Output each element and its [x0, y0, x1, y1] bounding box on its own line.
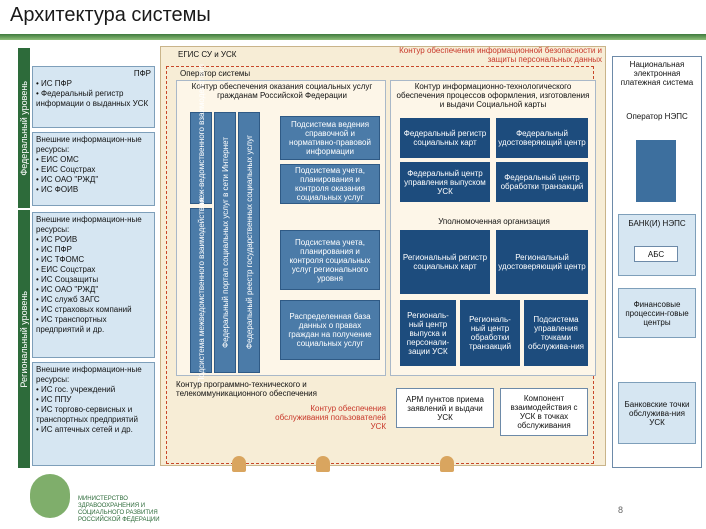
list-item: ИС торгово-сервисных и транспортных пред… — [36, 405, 151, 425]
reference-subsystem: Подсистема ведения справочной и норматив… — [280, 116, 380, 160]
list-item: ИС ОАО "РЖД" — [36, 175, 151, 185]
federal-registry: Федеральный реестр государственных социа… — [238, 112, 260, 373]
operator-label: Оператор системы — [180, 69, 251, 78]
interagency-subsystem-reg: Подсистема межведомственного взаимодейст… — [190, 198, 212, 383]
page-title: Архитектура системы — [10, 4, 211, 26]
bank-box: БАНК(И) НЭПС — [618, 214, 696, 276]
user-icon — [316, 456, 330, 472]
authorized-org-label: Уполномоченная организация — [438, 217, 550, 226]
regional-level-bar: Региональный уровень — [18, 210, 30, 468]
pfr-box: ПФР ИС ПФРФедеральный регистр информации… — [32, 66, 155, 128]
ministry-name: МИНИСТЕРСТВО ЗДРАВООХРАНЕНИЯ И СОЦИАЛЬНО… — [78, 496, 160, 523]
list-item: ИС гос. учреждений — [36, 385, 151, 395]
processing-centers: Финансовые процессин-говые центры — [618, 288, 696, 338]
list-item: ИС ППУ — [36, 395, 151, 405]
interaction-component: Компонент взаимодействия с УСК в точках … — [500, 388, 588, 436]
page-number: 8 — [618, 505, 624, 515]
list-item: ИС ТФОМС — [36, 255, 151, 265]
list-item: ЕИС Соцстрах — [36, 265, 151, 275]
arm-points: АРМ пунктов приема заявлений и выдачи УС… — [396, 388, 494, 428]
telecom-contour-label: Контур программно-технического и телеком… — [176, 380, 317, 398]
fed-accounting-subsystem: Подсистема учета, планирования и контрол… — [280, 164, 380, 204]
list-item: ИС РОИВ — [36, 235, 151, 245]
list-item: ИС Соцзащиты — [36, 275, 151, 285]
nsps-operator-label: Оператор НЭПС — [626, 112, 688, 121]
ministry-logo-icon — [30, 474, 70, 518]
fed-card-registry: Федеральный регистр социальных карт — [400, 118, 490, 158]
local-resources-box: Внешние информацион-ные ресурсы: ИС гос.… — [32, 362, 155, 466]
egis-label: ЕГИС СУ и УСК — [178, 50, 237, 59]
user-icon — [232, 456, 246, 472]
bank-points: Банковские точки обслужива-ния УСК — [618, 382, 696, 444]
reg-resources-box: Внешние информацион-ные ресурсы: ИС РОИВ… — [32, 212, 155, 358]
list-item: ЕИС ОМС — [36, 155, 151, 165]
list-item: ЕИС Соцстрах — [36, 165, 151, 175]
list-item: ИС страховых компаний — [36, 305, 151, 315]
reg-accounting-subsystem: Подсистема учета, планирования и контрол… — [280, 230, 380, 290]
list-item: Федеральный регистр информации о выданны… — [36, 89, 151, 109]
box-title: Внешние информацион-ные ресурсы: — [36, 135, 142, 154]
fed-transaction-center: Федеральный центр обработки транзакций — [496, 162, 588, 202]
security-contour-label: Контур обеспечения информационной безопа… — [399, 46, 602, 64]
interagency-subsystem-fed: Подсистема меж-ведомственного взаимодейс… — [190, 64, 212, 252]
reg-transaction-center: Региональ-ный центр обработки транзакций — [460, 300, 520, 366]
list-item: ИС аптечных сетей и др. — [36, 425, 151, 435]
fed-resources-box: Внешние информацион-ные ресурсы: ЕИС ОМС… — [32, 132, 155, 206]
distributed-database: Распределенная база данных о правах граж… — [280, 300, 380, 360]
fed-cert-center: Федеральный удостоверяющий центр — [496, 118, 588, 158]
fed-issue-center: Федеральный центр управления выпуском УС… — [400, 162, 490, 202]
user-icon — [440, 456, 454, 472]
building-icon — [636, 140, 676, 202]
list-item: ИС служб ЗАГС — [36, 295, 151, 305]
pfr-label: ПФР — [133, 69, 151, 78]
title-rule — [0, 34, 706, 40]
list-item: ИС ФОИВ — [36, 185, 151, 195]
federal-level-bar: Федеральный уровень — [18, 48, 30, 208]
abs-box: АБС — [634, 246, 678, 262]
reg-cert-center: Региональный удостоверяющий центр — [496, 230, 588, 294]
list-item: ИС ПФР — [36, 79, 151, 89]
box-title: Внешние информацион-ные ресурсы: — [36, 215, 142, 234]
service-points-subsystem: Подсистема управления точками обслужива-… — [524, 300, 588, 366]
nps-label: Национальная электронная платежная систе… — [620, 60, 694, 87]
reg-card-registry: Региональный регистр социальных карт — [400, 230, 490, 294]
federal-portal: Федеральный портал социальных услуг в се… — [214, 112, 236, 373]
list-item: ИС транспортных предприятий и др. — [36, 315, 151, 335]
list-item: ИС ПФР — [36, 245, 151, 255]
box-title: Внешние информацион-ные ресурсы: — [36, 365, 142, 384]
tech-contour-label: Контур информационно-технологического об… — [396, 82, 590, 109]
reg-issue-center: Региональ-ный центр выпуска и персонали-… — [400, 300, 456, 366]
list-item: ИС ОАО "РЖД" — [36, 285, 151, 295]
services-contour-label: Контур обеспечения оказания социальных у… — [191, 82, 373, 100]
service-contour-label: Контур обеспечения обслуживания пользова… — [275, 404, 386, 431]
